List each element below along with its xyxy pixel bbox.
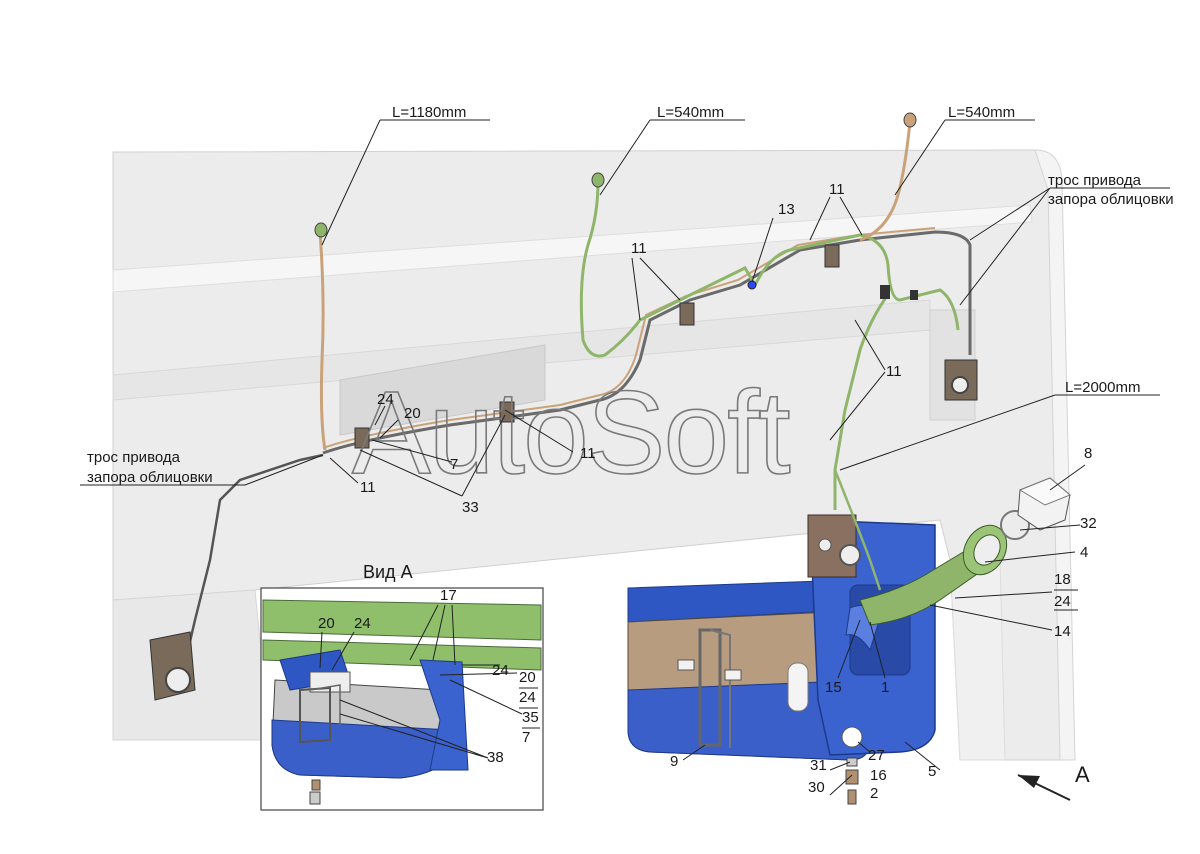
callout-16: 16 (870, 767, 887, 784)
cable-label-right-line2: запора облицовки (1048, 191, 1174, 208)
callout-24b: 24 (1054, 593, 1071, 610)
callout-24: 24 (377, 391, 394, 408)
part-callouts: 11 13 11 11 24 20 7 11 11 33 8 32 4 18 2… (360, 181, 1097, 802)
callout-7: 7 (450, 456, 458, 473)
cable-label-left-line2: запора облицовки (87, 469, 213, 486)
callout-30: 30 (808, 779, 825, 796)
inset-underlines (519, 687, 540, 729)
inset-callouts: 17 20 24 24 20 24 35 7 38 (318, 587, 539, 766)
inset-callout-38: 38 (487, 749, 504, 766)
inset-leader-lines (319, 604, 523, 759)
callout-5: 5 (928, 763, 936, 780)
watermark: AutoSoft (352, 367, 790, 499)
cable-label-left-line1: трос привода (87, 449, 181, 466)
callout-27: 27 (868, 747, 885, 764)
inset-callout-24a: 24 (354, 615, 371, 632)
callout-8: 8 (1084, 445, 1092, 462)
inset-callout-7: 7 (522, 729, 530, 746)
callout-31: 31 (810, 757, 827, 774)
callout-11-center: 11 (580, 445, 596, 462)
fuel-tank (627, 519, 936, 761)
cable-label-right-line1: трос привода (1048, 172, 1142, 189)
drain-parts (845, 757, 859, 805)
lock-right (944, 359, 978, 401)
callout-13: 13 (778, 201, 795, 218)
view-a-arrow (1017, 774, 1071, 801)
callout-20: 20 (404, 405, 421, 422)
callout-11-left: 11 (360, 479, 376, 496)
view-a-inset (260, 587, 544, 811)
view-a-title: Вид А (363, 562, 413, 582)
callout-4: 4 (1080, 544, 1088, 561)
inset-callout-24b: 24 (492, 662, 509, 679)
inset-callout-24c: 24 (519, 689, 536, 706)
callout-15: 15 (825, 679, 842, 696)
inset-callout-17: 17 (440, 587, 457, 604)
callout-9: 9 (670, 753, 678, 770)
callout-11-top: 11 (829, 181, 845, 198)
callout-1: 1 (881, 679, 889, 696)
callout-18: 18 (1054, 571, 1071, 588)
length-label-540-left: L=540mm (657, 104, 724, 121)
leader-lines (80, 119, 1170, 796)
filler-neck (859, 510, 1030, 626)
inset-callout-20a: 20 (318, 615, 335, 632)
view-arrow-letter: A (1075, 762, 1090, 787)
bracket-tank (807, 514, 861, 578)
lock-left (149, 631, 196, 701)
callout-33: 33 (462, 499, 479, 516)
callout-14: 14 (1054, 623, 1071, 640)
length-label-1180: L=1180mm (392, 104, 466, 121)
callout-11-right: 11 (886, 363, 902, 380)
length-label-2000: L=2000mm (1065, 379, 1140, 396)
callout-2: 2 (870, 785, 878, 802)
callout-underlines (1054, 589, 1078, 611)
inset-callout-35: 35 (522, 709, 539, 726)
callout-11-mid: 11 (631, 240, 647, 257)
callout-32: 32 (1080, 515, 1097, 532)
inset-callout-20b: 20 (519, 669, 536, 686)
length-label-540-right: L=540mm (948, 104, 1015, 121)
